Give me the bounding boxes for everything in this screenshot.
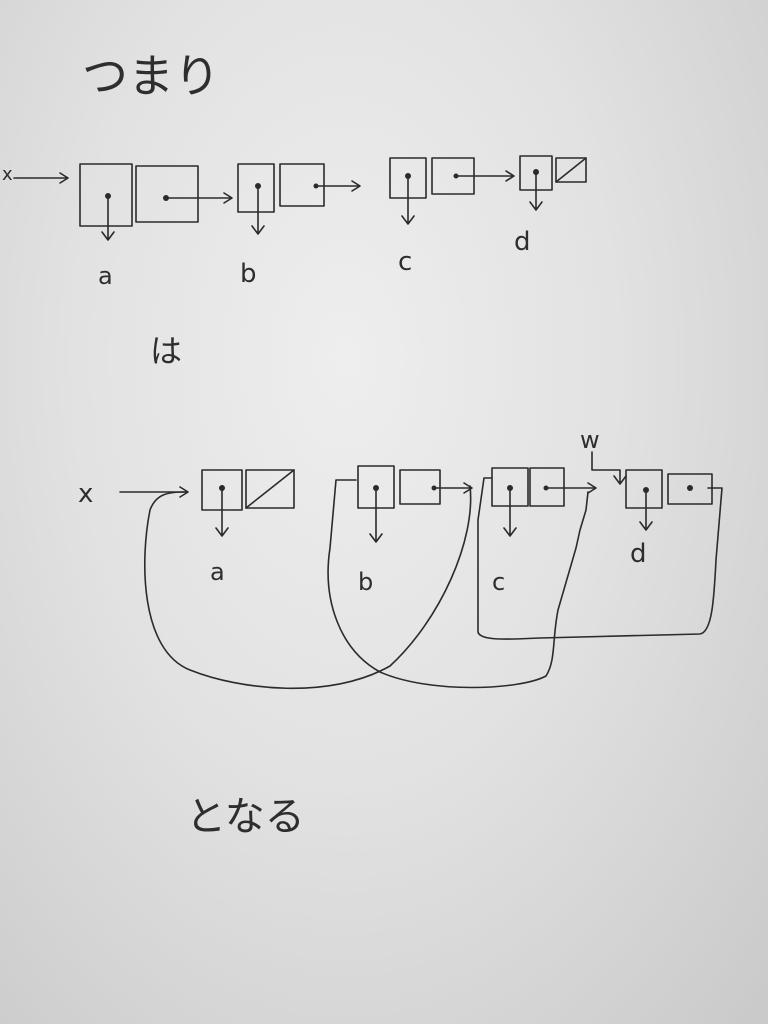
- top-node-d-data-arrow: [529, 171, 543, 211]
- top-node-c: c: [389, 157, 515, 277]
- bottom-node-d-data-cell: [625, 469, 663, 509]
- curve-b-next-to-a: [144, 485, 472, 690]
- heading-text: つまり: [82, 49, 220, 103]
- bottom-node-a-null-slash: [245, 469, 295, 509]
- top-node-c-label: c: [398, 247, 412, 277]
- top-node-a-label: a: [98, 262, 113, 290]
- bottom-node-b-label: b: [358, 568, 373, 596]
- bottom-list: x w a b: [78, 426, 723, 690]
- bottom-node-d-data-arrow: [639, 489, 653, 531]
- bottom-node-a-data-arrow: [215, 487, 229, 537]
- bottom-node-c-next-cell: [529, 467, 565, 507]
- bottom-node-d-next-cell: [667, 473, 713, 505]
- connector-text: は: [150, 332, 182, 370]
- top-node-a: a: [79, 163, 233, 290]
- top-node-a-data-arrow: [101, 195, 115, 241]
- bottom-node-a-label: a: [210, 558, 225, 586]
- bottom-node-c-label: c: [492, 568, 505, 596]
- bottom-node-b-next-cell: [399, 469, 441, 505]
- top-node-b-data-arrow: [251, 185, 265, 235]
- bottom-node-d: d: [625, 469, 713, 569]
- bottom-node-c-data-arrow: [503, 487, 517, 537]
- bottom-node-b-data-arrow: [369, 487, 383, 543]
- top-list: x a b c: [2, 155, 587, 290]
- top-node-a-next-cell: [135, 165, 199, 223]
- w-pointer-label: w: [580, 426, 600, 454]
- bottom-node-a: a: [201, 469, 295, 586]
- bottom-node-a-next-cell: [245, 469, 295, 509]
- conclusion-text: となる: [186, 794, 305, 840]
- bottom-node-c: c: [491, 467, 597, 596]
- top-node-a-next-arrow: [165, 192, 233, 204]
- top-head-label: x: [2, 164, 13, 185]
- top-node-b-label: b: [240, 259, 257, 289]
- top-node-b-data-cell: [237, 163, 275, 213]
- top-node-c-next-arrow: [455, 170, 515, 182]
- top-node-b: b: [237, 163, 361, 289]
- bottom-node-b: b: [357, 465, 473, 596]
- top-node-c-data-arrow: [401, 175, 415, 225]
- top-node-d: d: [514, 155, 587, 257]
- top-node-d-next-cell: [555, 157, 587, 183]
- w-pointer-arrow: [591, 451, 627, 485]
- top-node-b-next-cell: [279, 163, 325, 207]
- bottom-node-d-label: d: [630, 539, 647, 569]
- top-node-d-label: d: [514, 227, 531, 257]
- top-node-b-next-arrow: [315, 180, 361, 192]
- bottom-node-d-next-dot: [687, 485, 693, 491]
- top-head-arrow: [13, 172, 69, 184]
- curve-d-next-to-c: [477, 477, 723, 640]
- bottom-node-b-next-arrow: [433, 482, 473, 494]
- top-node-a-data-cell: [79, 163, 133, 227]
- bottom-node-c-next-arrow: [545, 482, 597, 494]
- bottom-head-label: x: [78, 479, 93, 509]
- top-node-d-null-slash: [555, 157, 587, 183]
